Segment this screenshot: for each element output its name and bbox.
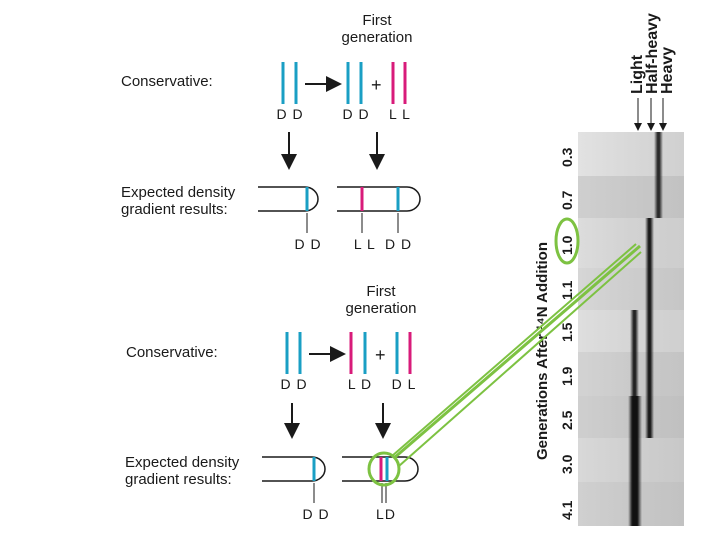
gel-band-heavy xyxy=(654,132,663,218)
gel-lane xyxy=(578,176,684,218)
bottom-centrifuge-tube-right xyxy=(342,456,419,503)
bottom-generation-label: First generation xyxy=(345,283,417,317)
bottom-parent-dna xyxy=(285,332,302,374)
bottom-plus-sign: + xyxy=(375,345,386,365)
bottom-results-label: Expected density gradient results: xyxy=(125,454,240,488)
bottom-result-right-label: LD xyxy=(376,506,396,522)
gel-lane xyxy=(578,268,684,310)
top-centrifuge-tube-right xyxy=(337,186,421,233)
top-results-label: Expected density gradient results: xyxy=(121,184,236,218)
top-result-right-label: L L D D xyxy=(353,236,413,252)
bottom-product-left-label: L D xyxy=(347,376,373,392)
gel-band-half-heavy xyxy=(645,218,654,438)
gel-lane xyxy=(578,132,684,176)
top-product-dd-dna xyxy=(346,62,363,104)
top-model-label: Conservative: xyxy=(121,73,213,90)
band-highlight-circle xyxy=(367,451,401,487)
bottom-model-label: Conservative: xyxy=(126,344,218,361)
top-parent-dna xyxy=(281,62,298,104)
top-centrifuge-tube-left xyxy=(258,186,319,233)
gel-band-light-strong xyxy=(628,396,642,526)
bottom-product-ld-dna xyxy=(349,332,367,374)
bottom-centrifuge-tube-left xyxy=(262,456,326,503)
top-result-left-label: D D xyxy=(294,236,322,252)
bottom-product-right-label: D L xyxy=(391,376,417,392)
top-product-ll-dna xyxy=(391,62,407,104)
top-product-left-label: D D xyxy=(342,106,370,122)
bottom-result-left-label: D D xyxy=(302,506,330,522)
bottom-parent-label: D D xyxy=(280,376,308,392)
top-plus-sign: + xyxy=(371,75,382,95)
top-parent-label: D D xyxy=(276,106,304,122)
generation-highlight-ellipse xyxy=(554,217,580,265)
gel-image xyxy=(578,132,684,526)
top-product-right-label: L L xyxy=(389,106,411,122)
bottom-product-dl-dna xyxy=(395,332,412,374)
highlight-connector xyxy=(391,243,642,467)
top-generation-label: First generation xyxy=(341,12,413,46)
